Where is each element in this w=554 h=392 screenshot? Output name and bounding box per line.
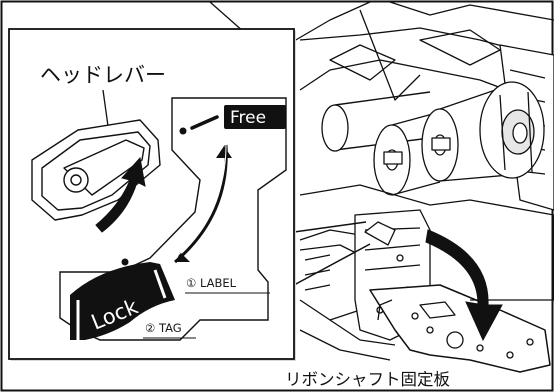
label-position-1: ① LABEL [186,276,237,290]
printer-mechanism-illustration [209,1,554,373]
free-lock-arrow [174,144,228,264]
free-label: Free [230,108,266,128]
rotation-arrow [425,229,503,342]
selector-plate [59,97,287,341]
ribbon-shaft-plate-caption: リボンシャフト固定板 [285,370,450,389]
label-position-2: ② TAG [145,321,182,335]
lock-label-box [70,262,175,340]
lever-rotate-arrow [95,156,146,233]
callout-pointer [293,221,371,286]
free-label-box [224,105,286,129]
head-lever-illustration [31,119,161,221]
head-lever-title: ヘッドレバー [40,63,166,87]
